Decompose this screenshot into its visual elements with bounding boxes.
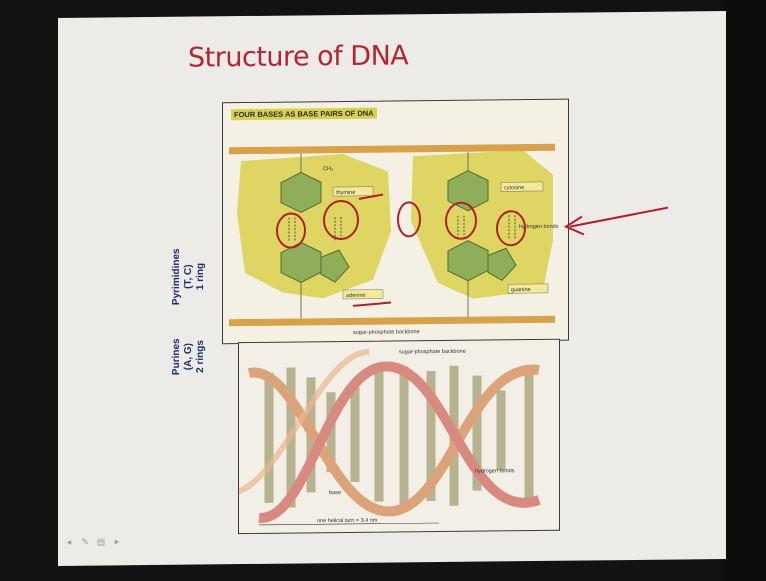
svg-text:Purines: Purines (171, 338, 182, 375)
svg-text:Pyrimidines: Pyrimidines (171, 248, 182, 305)
slide-toolbar: ◂ ✎ ▤ ▸ (64, 537, 122, 548)
helix-hydrogen-label: hydrogen bonds (475, 468, 515, 474)
svg-text:1 ring: 1 ring (195, 263, 206, 290)
base-pairs-diagram: CH₃ thymine cytosine adenine guanine hyd… (223, 100, 568, 344)
purines-label: Purines (A, G) 2 rings (168, 311, 208, 411)
presentation-slide: Structure of DNA Pyrimidines (T, C) 1 ri… (58, 11, 726, 566)
double-helix-figure: sugar-phosphate backbone hydrogen bonds … (238, 339, 560, 534)
pyrimidines-label: Pyrimidines (T, C) 1 ring (168, 216, 208, 316)
bottom-backbone-bar (229, 316, 555, 326)
helix-backbone-label: sugar-phosphate backbone (399, 349, 466, 356)
adenine-tag: adenine (346, 293, 366, 299)
pyrimidines-line1: Pyrimidines (171, 248, 182, 305)
projector-edge (724, 0, 766, 581)
guanine-tag: guanine (511, 287, 531, 293)
forward-icon[interactable]: ▸ (112, 537, 122, 547)
helix-scale-label: one helical turn = 3.4 nm (317, 518, 378, 525)
left-pair-highlight (237, 154, 391, 300)
slide-menu-icon[interactable]: ▤ (96, 537, 106, 547)
base-pairs-figure: FOUR BASES AS BASE PAIRS OF DNA (222, 99, 569, 345)
annotation-arrow (558, 200, 678, 241)
svg-text:(A, G): (A, G) (183, 343, 194, 370)
svg-text:(T, C): (T, C) (183, 264, 194, 289)
double-helix-diagram: sugar-phosphate backbone hydrogen bonds … (239, 340, 559, 533)
thymine-tag: thymine (336, 190, 355, 196)
cytosine-tag: cytosine (504, 185, 524, 191)
helix-base-label: base (329, 490, 341, 496)
svg-text:2 rings: 2 rings (195, 340, 206, 373)
back-arrow-icon[interactable]: ◂ (64, 538, 74, 548)
slide-title: Structure of DNA (188, 40, 408, 73)
backbone-tag: sugar-phosphate backbone (353, 329, 420, 336)
ch3-label: CH₃ (323, 166, 333, 172)
pen-icon[interactable]: ✎ (80, 538, 90, 548)
